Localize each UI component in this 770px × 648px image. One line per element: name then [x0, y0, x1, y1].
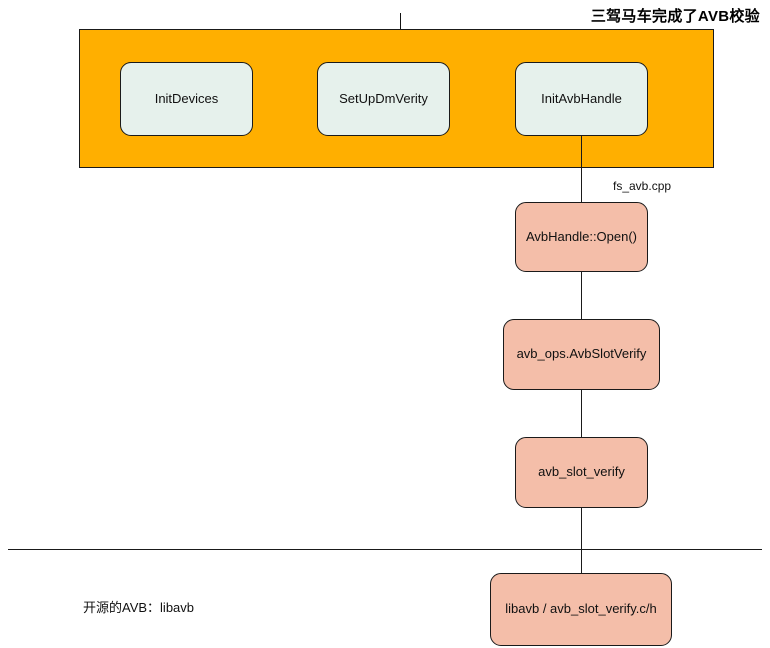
- node-avb-handle-open[interactable]: AvbHandle::Open(): [515, 202, 648, 272]
- node-avb-ops-slot-verify[interactable]: avb_ops.AvbSlotVerify: [503, 319, 660, 390]
- page-title: 三驾马车完成了AVB校验: [590, 8, 760, 25]
- node-setup-dm-verity-label: SetUpDmVerity: [339, 90, 428, 106]
- layer-divider: [8, 549, 762, 551]
- node-libavb-slot-verify[interactable]: libavb / avb_slot_verify.c/h: [490, 573, 672, 646]
- node-avb-slot-verify-label: avb_slot_verify: [538, 464, 625, 480]
- annotation-source-file: fs_avb.cpp: [613, 179, 672, 193]
- node-init-devices-label: InitDevices: [154, 90, 219, 106]
- node-init-avb-handle-label: InitAvbHandle: [541, 90, 622, 106]
- node-setup-dm-verity[interactable]: SetUpDmVerity: [317, 62, 450, 136]
- connector-avb-ops-to-slot-verify: [581, 390, 583, 437]
- annotation-open-source-note: 开源的AVB：libavb: [83, 600, 195, 615]
- node-init-devices[interactable]: InitDevices: [120, 62, 253, 136]
- node-avb-handle-open-label: AvbHandle::Open(): [525, 228, 638, 244]
- node-avb-ops-slot-verify-label: avb_ops.AvbSlotVerify: [516, 346, 647, 362]
- connector-slot-verify-to-libavb: [581, 508, 583, 573]
- connector-init-avb-handle-to-open: [581, 136, 583, 202]
- node-init-avb-handle[interactable]: InitAvbHandle: [515, 62, 648, 136]
- node-avb-slot-verify[interactable]: avb_slot_verify: [515, 437, 648, 508]
- node-libavb-slot-verify-label: libavb / avb_slot_verify.c/h: [505, 601, 657, 617]
- connector-open-to-avb-ops: [581, 272, 583, 319]
- title-leader-tick: [400, 13, 401, 30]
